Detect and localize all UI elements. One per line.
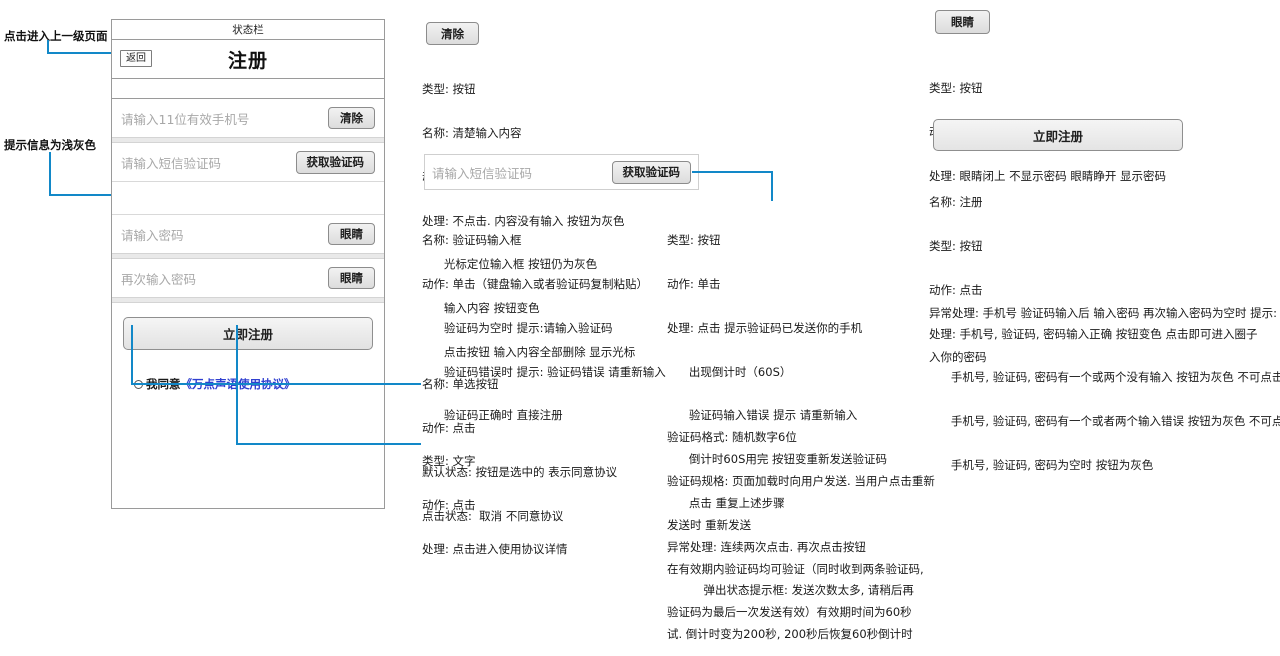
- spec-line: 动作: 点击: [422, 420, 476, 435]
- spec-line: 处理: 眼睛闭上 不显示密码 眼睛睁开 显示密码: [929, 168, 1166, 183]
- spec-line: 验证码格式: 随机数字6位: [667, 430, 797, 445]
- confirm-password-row[interactable]: 再次输入密码 眼睛: [112, 259, 384, 297]
- connector-radio-horizontal: [131, 383, 421, 385]
- vcode-format-spec: 验证码格式: 随机数字6位 验证码规格: 页面加载时向用户发送. 当用户点击重新…: [667, 401, 935, 635]
- spec-line: 处理: 不点击. 内容没有输入 按钮为灰色: [422, 213, 625, 228]
- agreement-text-spec: 类型: 文字 动作: 点击 处理: 点击进入使用协议详情: [422, 425, 568, 571]
- spec-line: 处理: 点击 提示验证码已发送你的手机: [667, 320, 863, 335]
- eye-toggle-button-confirm[interactable]: 眼睛: [328, 267, 375, 289]
- spec-line: 名称: 注册: [929, 195, 983, 210]
- connector-agreement-vertical: [236, 325, 238, 445]
- field-divider-1: [112, 137, 384, 143]
- spec-line: 发送时 重新发送: [667, 517, 752, 532]
- clear-button-sample[interactable]: 清除: [426, 22, 479, 45]
- status-bar: 状态栏: [112, 20, 384, 40]
- vcode-sample-button[interactable]: 获取验证码: [611, 160, 691, 184]
- register-button-spec: 名称: 注册 类型: 按钮 动作: 点击 处理: 手机号, 验证码, 密码输入正…: [929, 166, 1280, 487]
- callout-back-label: 点击进入上一级页面: [4, 29, 108, 43]
- spec-line: 类型: 按钮: [667, 233, 721, 248]
- spec-line: 动作: 单击（键盘输入或者验证码复制粘贴）: [422, 276, 649, 291]
- field-divider-4: [112, 297, 384, 303]
- spec-line: 名称: 清楚输入内容: [422, 125, 522, 140]
- spec-line: 名称: 单选按钮: [422, 377, 499, 392]
- password-input[interactable]: 请输入密码: [121, 227, 184, 243]
- confirm-password-input[interactable]: 再次输入密码: [121, 271, 197, 287]
- spec-line: 倒计时60S用完 按钮变重新发送验证码: [667, 452, 888, 467]
- vcode-sample-placeholder[interactable]: 请输入短信验证码: [432, 165, 533, 181]
- spec-line: 动作: 点击: [929, 282, 983, 297]
- spec-line: 类型: 按钮: [422, 82, 476, 97]
- sms-code-input[interactable]: 请输入短信验证码: [121, 155, 222, 171]
- register-exception-spec: 异常处理: 手机号 验证码输入后 输入密码 再次输入密码为空时 提示: 请再次输…: [929, 277, 1280, 379]
- field-divider-3: [112, 253, 384, 259]
- connector-radio-vertical: [131, 325, 133, 385]
- clear-button-spec: 类型: 按钮 名称: 清楚输入内容 动作: 点击 处理: 不点击. 内容没有输入…: [422, 53, 635, 374]
- spec-line: 异常处理: 连续两次点击. 再次点击按钮: [667, 539, 866, 554]
- spec-line: 出现倒计时（60S）: [667, 364, 792, 379]
- spec-line: 输入内容 按钮变色: [422, 301, 540, 316]
- spec-line: 类型: 文字: [422, 454, 476, 469]
- password-row[interactable]: 请输入密码 眼睛: [112, 215, 384, 253]
- register-button-sample[interactable]: 立即注册: [933, 119, 1183, 151]
- connector-agreement-horizontal: [236, 443, 421, 445]
- spec-line: 异常处理: 手机号 验证码输入后 输入密码 再次输入密码为空时 提示: 请再次输: [929, 306, 1278, 321]
- spec-line: 点击状态: 取消 不同意协议: [422, 508, 564, 523]
- get-vcode-button[interactable]: 获取验证码: [295, 150, 375, 174]
- spec-line: 光标定位输入框 按钮仍为灰色: [422, 257, 598, 272]
- nav-spacer: [112, 79, 384, 99]
- radio-spec: 名称: 单选按钮 动作: 点击 默认状态: 按钮是选中的 表示同意协议 点击状态…: [422, 348, 617, 538]
- connector-hint-vertical: [49, 152, 51, 196]
- spec-line: 验证码正确时 直接注册: [422, 408, 563, 423]
- connector-vcode-horizontal: [692, 171, 773, 173]
- spec-line: 默认状态: 按钮是选中的 表示同意协议: [422, 464, 618, 479]
- vcode-input-spec: 名称: 验证码输入框 动作: 单击（键盘输入或者验证码复制粘贴） 验证码为空时 …: [422, 204, 666, 438]
- back-button[interactable]: 返回: [120, 50, 152, 67]
- sms-code-row[interactable]: 请输入短信验证码 获取验证码: [112, 143, 384, 181]
- vcode-input-sample[interactable]: 请输入短信验证码 获取验证码: [424, 154, 699, 190]
- wireframe-spec-page: { "colors": { "connector": "#1288c8", "l…: [4, 10, 1280, 642]
- spec-line: 验证码错误时 提示: 验证码错误 请重新输入: [422, 364, 666, 379]
- spec-line: 手机号, 验证码, 密码为空时 按钮为灰色: [929, 457, 1154, 472]
- page-title: 注册: [227, 49, 268, 72]
- spec-line: 验证码为空时 提示:请输入验证码: [422, 320, 613, 335]
- field-divider-2: [112, 181, 384, 215]
- phone-number-row[interactable]: 请输入11位有效手机号 清除: [112, 99, 384, 137]
- spec-line: 点击 重复上述步骤: [667, 495, 785, 510]
- spec-line: 弹出状态提示框: 发送次数太多, 请稍后再: [667, 583, 914, 598]
- spec-line: 动作: 点击: [422, 497, 476, 512]
- spec-line: 验证码输入错误 提示 请重新输入: [667, 408, 858, 423]
- spec-line: 验证码规格: 页面加载时向用户发送. 当用户点击重新: [667, 473, 935, 488]
- spec-line: 入你的密码: [929, 349, 987, 364]
- spec-line: 类型: 按钮: [929, 238, 983, 253]
- spec-line: 名称: 验证码输入框: [422, 233, 522, 248]
- spec-line: 动作: 单击: [667, 276, 721, 291]
- callout-hint-grey-label: 提示信息为浅灰色: [4, 138, 96, 152]
- phone-number-input[interactable]: 请输入11位有效手机号: [121, 111, 250, 127]
- spec-line: 手机号, 验证码, 密码有一个或者两个输入错误 按钮为灰色 不可点击: [929, 414, 1280, 429]
- spec-line: 处理: 点击进入使用协议详情: [422, 541, 568, 556]
- eye-toggle-button[interactable]: 眼睛: [328, 223, 375, 245]
- register-area: 立即注册 我同意 《万点声语使用协议》: [112, 303, 384, 392]
- spec-line: 处理: 手机号, 验证码, 密码输入正确 按钮变色 点击即可进入圈子: [929, 326, 1258, 341]
- eye-button-sample[interactable]: 眼睛: [935, 10, 990, 34]
- phone-mockup: 状态栏 返回 注册 请输入11位有效手机号 清除 请输入短信验证码 获取验证码 …: [111, 19, 385, 509]
- spec-line: 验证码为最后一次发送有效）有效期时间为60秒: [667, 605, 912, 620]
- clear-button[interactable]: 清除: [328, 107, 375, 129]
- connector-vcode-vertical: [771, 171, 773, 201]
- connector-back-vertical: [47, 40, 49, 54]
- connector-hint-horizontal: [49, 194, 123, 196]
- spec-line: 类型: 按钮: [929, 81, 983, 96]
- spec-line: 点击按钮 输入内容全部删除 显示光标: [422, 344, 636, 359]
- status-bar-label: 状态栏: [232, 24, 264, 36]
- register-button[interactable]: 立即注册: [123, 317, 373, 350]
- nav-bar: 返回 注册: [112, 40, 384, 79]
- spec-line: 手机号, 验证码, 密码有一个或两个没有输入 按钮为灰色 不可点击: [929, 370, 1280, 385]
- spec-line: 在有效期内验证码均可验证（同时收到两条验证码,: [667, 561, 924, 576]
- connector-back-horizontal: [47, 52, 122, 54]
